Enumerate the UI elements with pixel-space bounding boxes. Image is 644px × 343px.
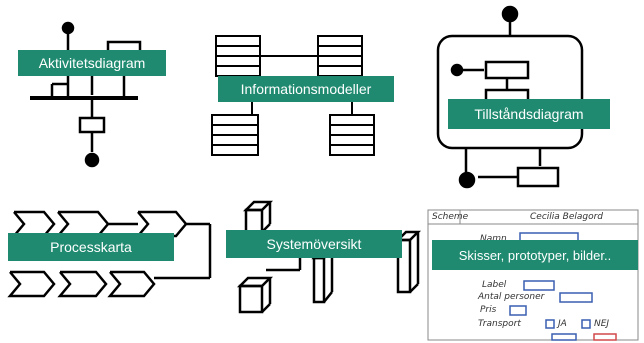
- sketch-field-price: Pris: [480, 305, 497, 315]
- sketch-heading: Cecilia Belagord: [530, 212, 604, 222]
- information-model-sketch: [211, 35, 375, 156]
- sketch-field-label: Label: [482, 280, 507, 290]
- sketch-field-persons: Antal personer: [478, 292, 545, 302]
- sketch-field-transport: Transport: [478, 319, 521, 329]
- label-systemoversikt: Systemöversikt: [226, 230, 402, 258]
- label-aktivitetsdiagram: Aktivitetsdiagram: [18, 50, 166, 76]
- sketch-tab: Scheme: [432, 212, 469, 222]
- sketch-option-no: NEJ: [594, 319, 610, 329]
- label-processkarta: Processkarta: [8, 233, 174, 261]
- sketch-option-yes: JA: [558, 319, 567, 329]
- label-informationsmodeller: Informationsmodeller: [218, 76, 394, 102]
- activity-diagram-sketch: [30, 21, 142, 168]
- system-overview-sketch: [236, 200, 422, 314]
- label-tillstandsdiagram: Tillståndsdiagram: [448, 99, 610, 129]
- label-skisser: Skisser, prototyper, bilder..: [432, 240, 638, 270]
- sketch-field-name: Namn: [480, 234, 507, 244]
- state-diagram-sketch: [436, 5, 584, 189]
- ui-sketch-mockup: [427, 209, 639, 341]
